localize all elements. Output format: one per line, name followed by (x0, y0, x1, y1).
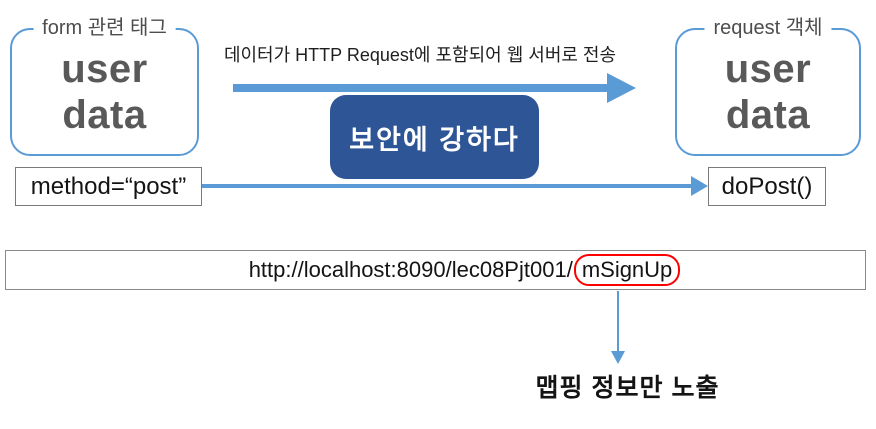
form-data-box: form 관련 태그 user data (10, 15, 199, 156)
form-box-line1: user (61, 47, 148, 91)
mapping-highlight-ring: mSignUp (573, 253, 681, 287)
form-box-content: user data (61, 46, 148, 138)
request-box-label: request 객체 (704, 15, 832, 41)
method-post-box: method=“post” (15, 167, 202, 206)
dopost-box: doPost() (708, 167, 826, 206)
post-flow-arrow-icon (202, 176, 708, 196)
security-badge: 보안에 강하다 (330, 95, 539, 179)
transfer-caption: 데이터가 HTTP Request에 포함되어 웹 서버로 전송 (223, 45, 617, 65)
mapping-note: 맵핑 정보만 노출 (535, 374, 720, 402)
url-bar: http://localhost:8090/lec08Pjt001/mSignU… (5, 250, 866, 290)
url-base-path: http://localhost:8090/lec08Pjt001/ (248, 257, 573, 282)
request-box-line1: user (724, 47, 812, 91)
request-box-content: user data (725, 46, 812, 138)
request-data-box: request 객체 user data (675, 15, 861, 156)
form-box-line2: data (62, 93, 147, 137)
transfer-arrow-icon (233, 73, 636, 103)
form-box-label: form 관련 태그 (33, 15, 176, 41)
mapping-name: mSignUp (581, 256, 673, 282)
mapping-down-arrow-icon (611, 291, 625, 364)
request-box-line2: data (725, 93, 811, 137)
